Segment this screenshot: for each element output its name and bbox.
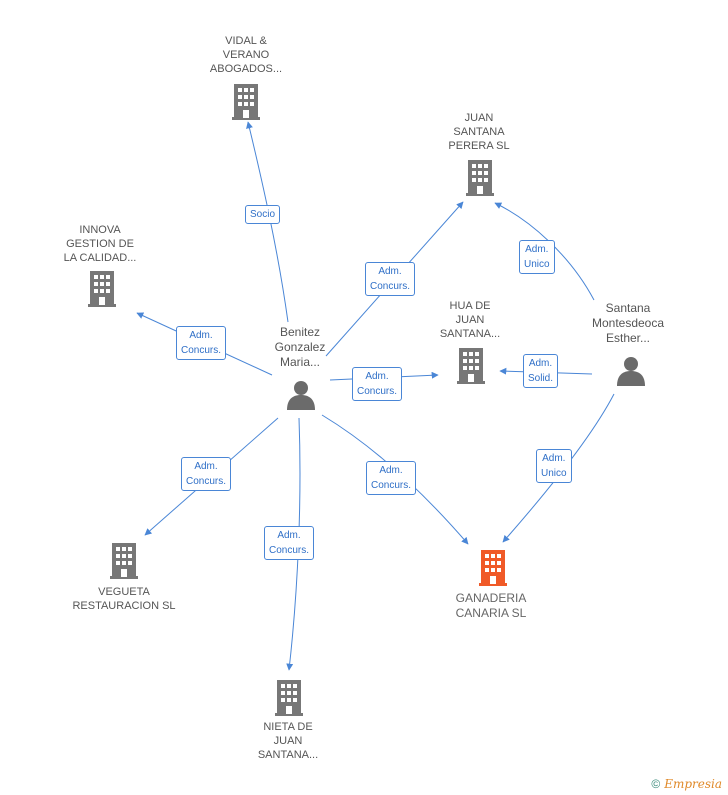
person-icon[interactable] xyxy=(287,381,315,410)
building-icon[interactable] xyxy=(110,543,138,579)
node-label-hua[interactable]: HUA DE JUAN SANTANA... xyxy=(439,300,501,340)
building-icon[interactable] xyxy=(275,680,303,716)
edge-label-adm-concurs-ganaderia[interactable]: Adm. Concurs. xyxy=(366,461,417,495)
copyright-icon: © xyxy=(651,777,661,791)
node-label-vidal[interactable]: VIDAL & VERANO ABOGADOS... xyxy=(209,35,283,75)
footer-brand: ©Empresia xyxy=(651,777,722,791)
edge-label-socio[interactable]: Socio xyxy=(245,205,281,224)
edge-label-adm-unico-jsp[interactable]: Adm. Unico xyxy=(519,240,555,274)
node-label-ganaderia[interactable]: GANADERIA CANARIA SL xyxy=(455,591,527,620)
edge-label-adm-solid-hua[interactable]: Adm. Solid. xyxy=(523,354,559,388)
node-label-benitez[interactable]: Benitez Gonzalez Maria... xyxy=(274,325,326,369)
building-icon[interactable] xyxy=(457,348,485,384)
edge-label-adm-concurs-vegueta[interactable]: Adm. Concurs. xyxy=(181,457,232,491)
building-icon[interactable] xyxy=(479,550,507,586)
node-label-santana-montesdeoca[interactable]: Santana Montesdeoca Esther... xyxy=(591,301,665,345)
node-label-nieta[interactable]: NIETA DE JUAN SANTANA... xyxy=(257,721,319,761)
building-icon[interactable] xyxy=(88,271,116,307)
building-icon[interactable] xyxy=(232,84,260,120)
building-icon[interactable] xyxy=(466,160,494,196)
edge-label-adm-concurs-nieta[interactable]: Adm. Concurs. xyxy=(264,526,315,560)
node-label-innova[interactable]: INNOVA GESTION DE LA CALIDAD... xyxy=(63,224,137,264)
person-icon[interactable] xyxy=(617,357,645,386)
brand-logo: Empresia xyxy=(664,777,722,791)
edge-label-adm-concurs-innova[interactable]: Adm. Concurs. xyxy=(176,326,227,360)
edge-label-adm-concurs-hua[interactable]: Adm. Concurs. xyxy=(352,367,403,401)
node-label-vegueta[interactable]: VEGUETA RESTAURACION SL xyxy=(72,586,176,612)
edge-label-adm-unico-ganaderia[interactable]: Adm. Unico xyxy=(536,449,572,483)
edge-label-adm-concurs-jsp[interactable]: Adm. Concurs. xyxy=(365,262,416,296)
node-label-juan-santana-perera[interactable]: JUAN SANTANA PERERA SL xyxy=(448,112,510,152)
